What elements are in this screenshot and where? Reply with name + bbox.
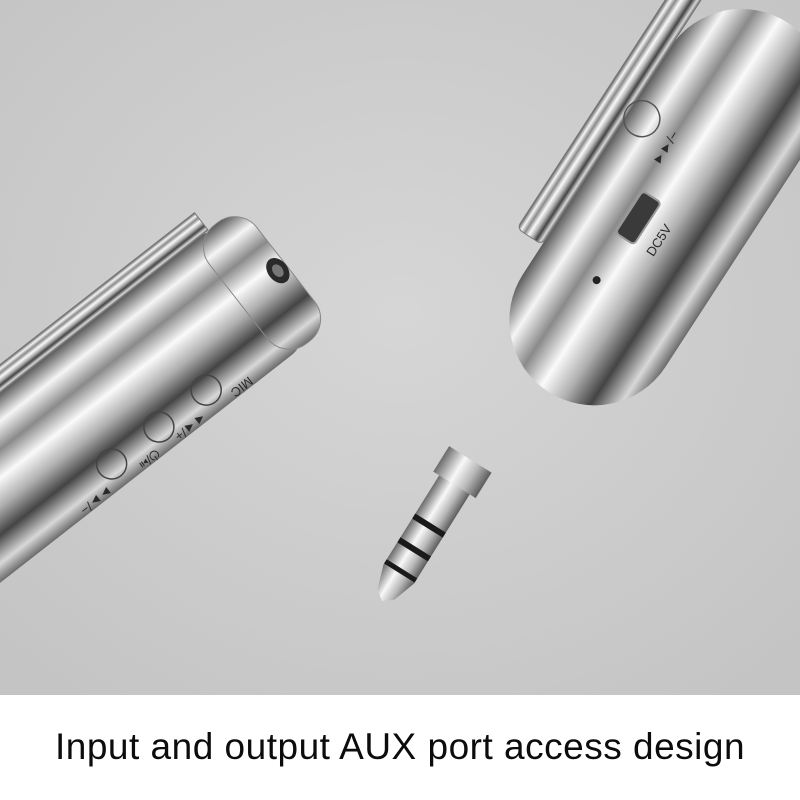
plug-shaft — [383, 475, 470, 584]
left-device-body — [0, 231, 301, 593]
product-photo-svg: MIC ◄◄/+ ⏻/⏯ ►►/− DC5V ►►/− — [0, 0, 800, 695]
plug-ring-1 — [412, 513, 446, 538]
left-button-2 — [143, 411, 175, 443]
left-button-1 — [190, 374, 222, 406]
left-device-clip — [0, 211, 209, 484]
plug-collar — [433, 446, 492, 499]
right-button — [623, 99, 661, 138]
left-button-3 — [95, 448, 128, 480]
plug-ring-2 — [397, 537, 432, 562]
aux-plug — [377, 446, 492, 602]
usb-port — [616, 191, 661, 245]
caption-band — [0, 695, 800, 800]
plug-tip — [377, 564, 415, 602]
left-device: MIC ◄◄/+ ⏻/⏯ ►►/− — [0, 211, 322, 593]
right-device-body — [509, 8, 800, 406]
product-photo: MIC ◄◄/+ ⏻/⏯ ►►/− DC5V ►►/− — [0, 0, 800, 695]
indicator-light — [592, 276, 601, 285]
aux-input-port-inner — [272, 264, 284, 277]
plug-ring-3 — [384, 559, 418, 583]
caption-text: Input and output AUX port access design — [54, 726, 746, 767]
right-device: DC5V ►►/− — [509, 0, 800, 406]
